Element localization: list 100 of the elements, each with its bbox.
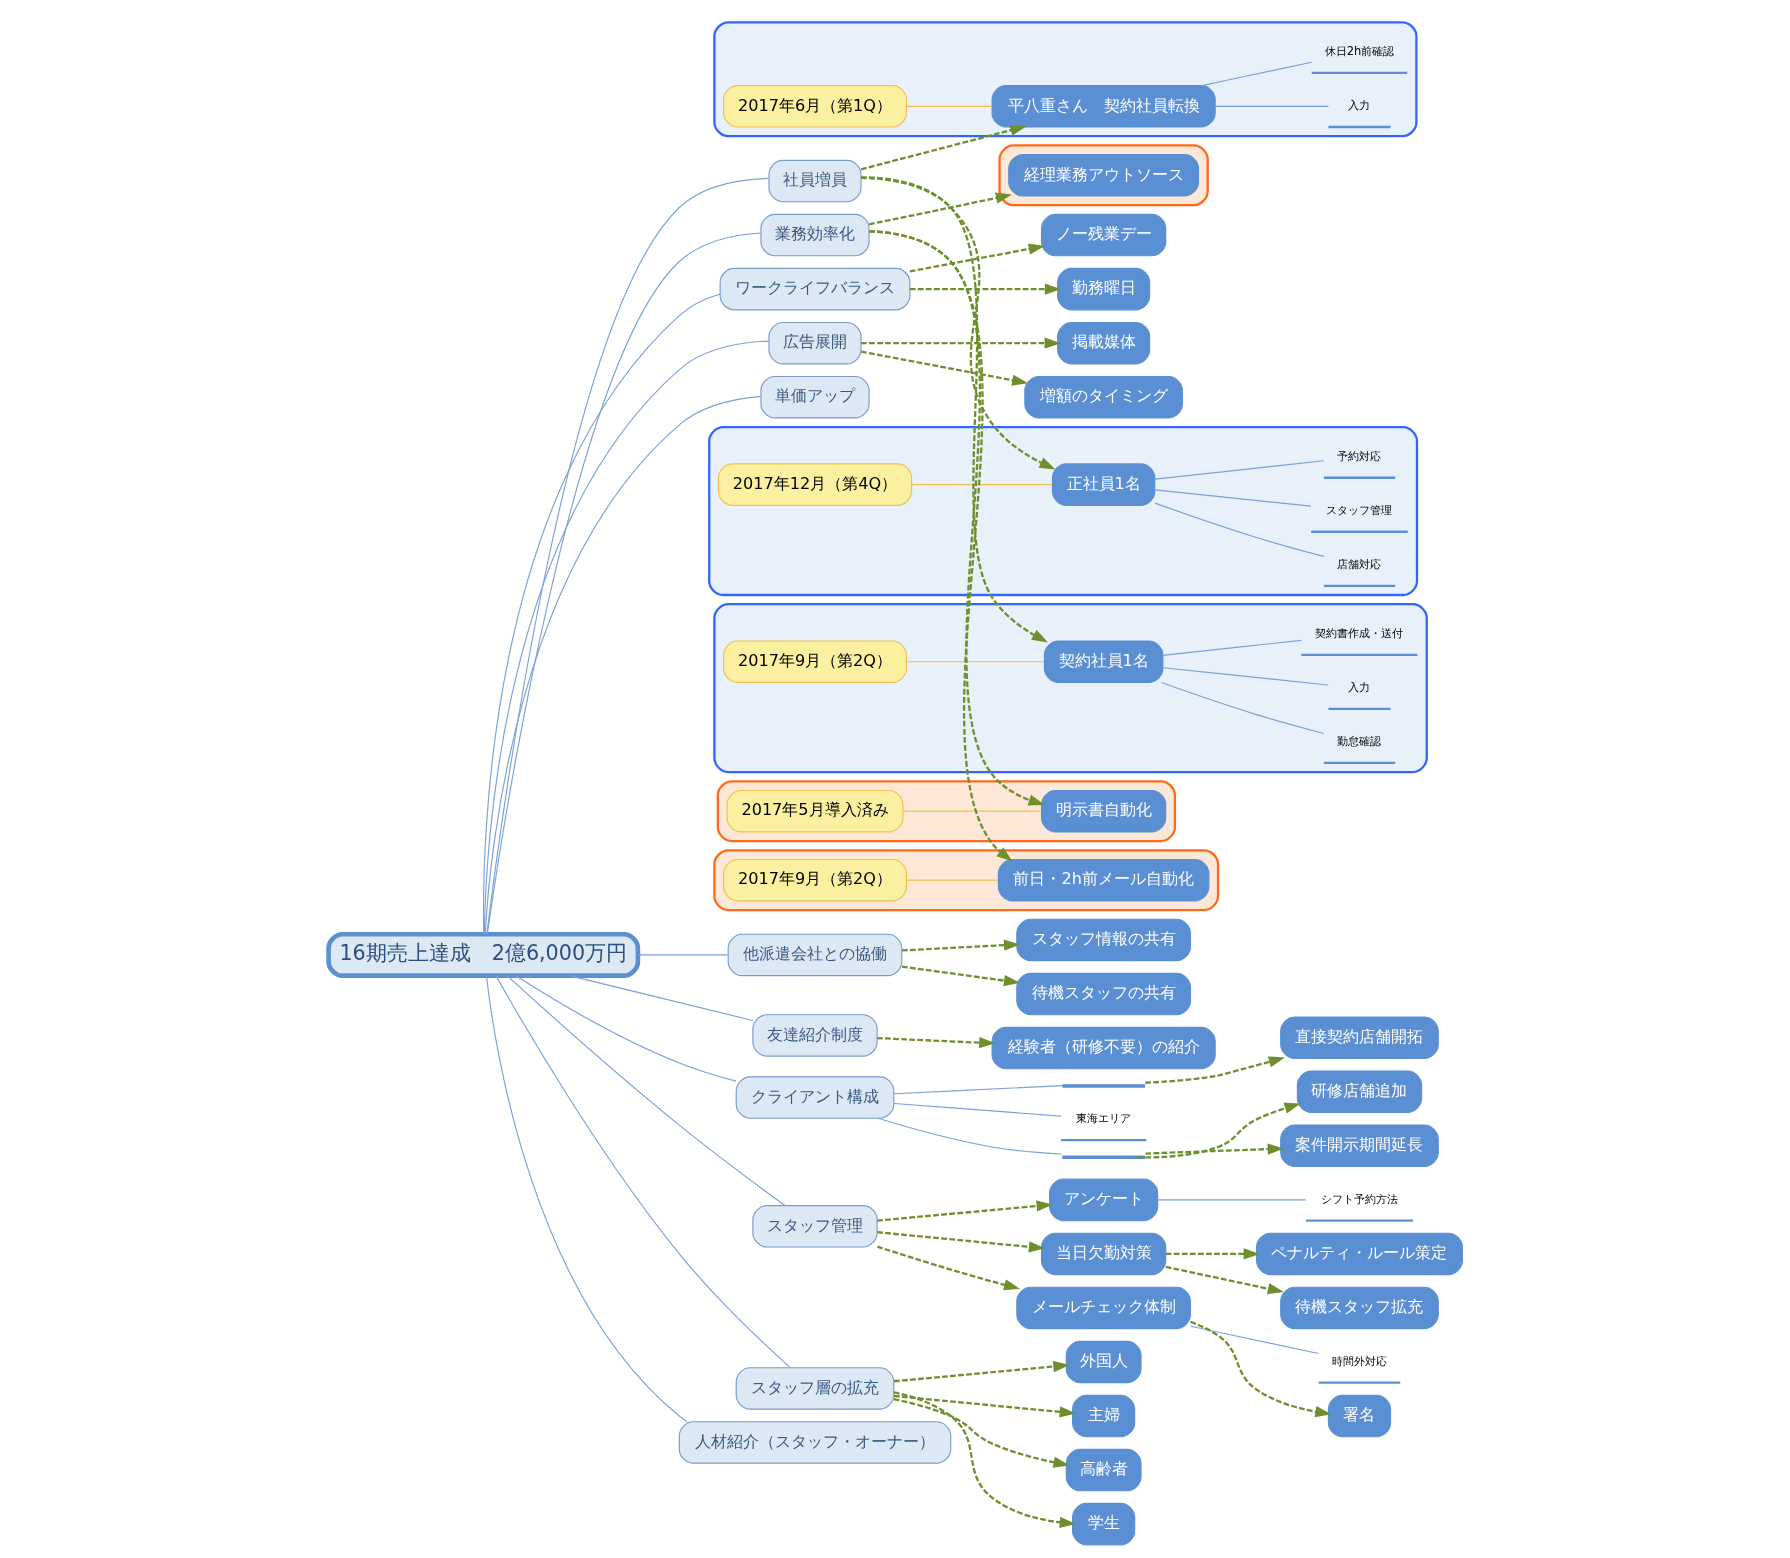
connector (1153, 460, 1324, 480)
connector (482, 293, 721, 935)
node-box: 友達紹介制度 (751, 1014, 878, 1057)
arrow (1165, 1265, 1284, 1295)
arrow (868, 192, 1012, 226)
arrow (893, 1394, 1076, 1418)
node-box: ノー残業デー (1040, 213, 1166, 257)
arrow (1165, 1248, 1260, 1260)
node-text: 店舗対応 (1336, 556, 1381, 571)
node-text: 予約対応 (1336, 448, 1381, 463)
node-box: 他派遣会社との協働 (727, 933, 902, 977)
arrow (901, 965, 1020, 987)
node-box: 社員増員 (767, 159, 862, 203)
node-box: 高齢者 (1065, 1448, 1142, 1492)
arrow (860, 176, 1048, 643)
arrow (876, 1231, 1045, 1253)
connector (905, 879, 999, 881)
node-box: 前日・2h前メール自動化 (997, 858, 1209, 902)
node-box: 2017年9月（第2Q） (722, 858, 907, 902)
arrow (909, 243, 1045, 273)
node-text: 勤怠確認 (1336, 734, 1381, 749)
arrow (876, 1245, 1020, 1291)
node-box: 人材紹介（スタッフ・オーナー） (678, 1421, 951, 1464)
node-box: 契約社員1名 (1043, 640, 1163, 683)
cluster (707, 426, 1418, 597)
connector (505, 975, 786, 1207)
arrow (1189, 1320, 1331, 1418)
arrow (909, 283, 1061, 295)
connector (892, 1085, 1063, 1095)
node-box: 署名 (1327, 1394, 1391, 1438)
connector (1154, 502, 1324, 557)
node-box: アンケート (1048, 1178, 1158, 1222)
arrow (1144, 1056, 1285, 1084)
node-box: 正社員1名 (1051, 463, 1155, 506)
node-box: クライアント構成 (735, 1076, 894, 1119)
node-text: 東海エリア (1075, 1111, 1131, 1126)
connector (636, 954, 728, 956)
connector (902, 810, 1042, 812)
arrow (868, 230, 1045, 806)
node-box: 待機スタッフの共有 (1015, 972, 1191, 1016)
arrow (860, 176, 1055, 470)
node-box: 当日欠勤対策 (1040, 1232, 1166, 1276)
arrow (860, 350, 1028, 386)
node-box: スタッフ情報の共有 (1015, 918, 1191, 962)
node-text: 入力 (1347, 98, 1370, 113)
connector (485, 975, 688, 1423)
node-box: 直接契約店舗開拓 (1279, 1016, 1439, 1059)
node-box: 単価アップ (759, 375, 870, 419)
node-box: ペナルティ・ルール策定 (1255, 1232, 1463, 1276)
node-box: 2017年12月（第4Q） (717, 463, 912, 506)
node-box: 経理業務アウトソース (1007, 154, 1199, 197)
connector (1161, 639, 1302, 656)
arrow (1145, 1143, 1284, 1155)
node-text: 契約書作成・送付 (1314, 625, 1403, 640)
cluster (716, 780, 1176, 843)
node-text: 休日2h前確認 (1324, 44, 1394, 59)
cluster (997, 144, 1209, 207)
node-box: 2017年6月（第1Q） (722, 85, 907, 128)
node-box: 平八重さん 契約社員転換 (991, 85, 1216, 128)
node-box: 経験者（研修不要）の紹介 (991, 1026, 1216, 1070)
node-box: 研修店舗追加 (1296, 1070, 1422, 1114)
connector (910, 484, 1053, 486)
node-text: 時間外対応 (1331, 1353, 1387, 1368)
node-box: スタッフ層の拡充 (735, 1367, 894, 1410)
node-text: 入力 (1347, 680, 1370, 695)
connector (905, 105, 992, 107)
connector (1160, 681, 1324, 735)
arrow (893, 1391, 1076, 1528)
node-box: 16期売上達成 2億6,000万円 (325, 931, 640, 978)
node-box: 増額のタイミング (1023, 375, 1183, 419)
arrow (893, 1360, 1069, 1383)
connector (1201, 61, 1312, 87)
node-box: スタッフ管理 (751, 1205, 878, 1248)
connector (568, 975, 753, 1022)
connector (1214, 105, 1329, 107)
node-line (1061, 1155, 1145, 1160)
connector (1189, 1325, 1319, 1355)
connector (494, 975, 791, 1368)
node-box: 2017年9月（第2Q） (722, 640, 907, 683)
node-line (1061, 1084, 1145, 1088)
node-text: シフト予約方法 (1320, 1191, 1398, 1206)
arrow (876, 1037, 995, 1049)
connector (905, 661, 1045, 663)
node-text: スタッフ管理 (1325, 502, 1392, 517)
connector (1153, 489, 1311, 507)
node-box: 広告展開 (767, 321, 862, 365)
arrow (893, 1397, 1070, 1468)
arrow (901, 939, 1020, 952)
connector (1161, 667, 1329, 686)
node-box: 2017年5月導入済み (725, 789, 904, 833)
node-box: 外国人 (1065, 1340, 1142, 1384)
cluster (712, 603, 1428, 774)
connector (877, 1117, 1062, 1155)
connector (1156, 1199, 1306, 1201)
node-box: 勤務曜日 (1056, 267, 1150, 311)
node-box: ワークライフバランス (719, 267, 910, 311)
arrow (876, 1200, 1053, 1222)
node-box: 主婦 (1071, 1394, 1135, 1438)
node-box: メールチェック体制 (1015, 1286, 1191, 1330)
node-box: 学生 (1071, 1502, 1135, 1546)
